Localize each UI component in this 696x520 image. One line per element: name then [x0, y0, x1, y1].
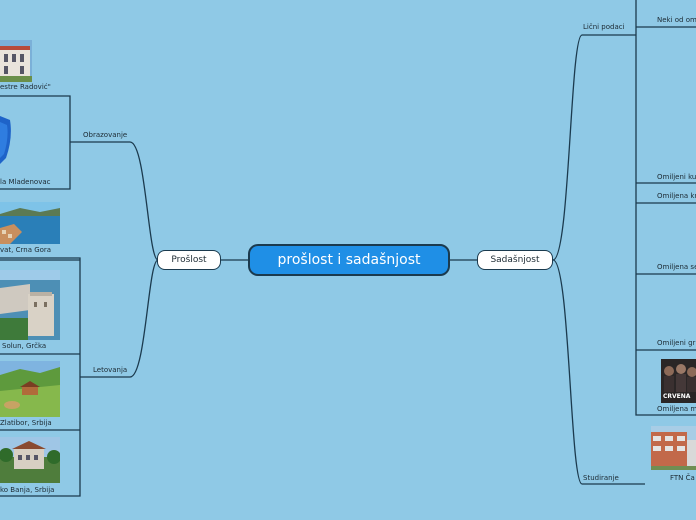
- branch-sadasnjost-label: Sadašnjost: [490, 255, 540, 265]
- spa-town-image: [0, 437, 60, 483]
- letovanja-item-4: ko Banja, Srbija: [0, 486, 55, 494]
- link-licni-bracket: [635, 35, 696, 416]
- link-let-bracket-top: [0, 257, 81, 377]
- licni-item-4: Omiljena se: [657, 263, 696, 271]
- link-let-bracket-bottom: [0, 377, 81, 497]
- link-licni: [552, 34, 636, 261]
- licni-item-3: Omiljena kr: [657, 192, 696, 200]
- link-obrazovanje: [70, 141, 159, 261]
- branch-sadasnjost[interactable]: Sadašnjost: [477, 250, 553, 270]
- licni-item-6: Omiljena m: [657, 405, 696, 413]
- faculty-building-image: [651, 426, 696, 470]
- subbranch-licni-podaci[interactable]: Lični podaci: [583, 23, 625, 31]
- school-logo-shield-icon: [0, 108, 14, 168]
- subbranch-obrazovanje[interactable]: Obrazovanje: [83, 131, 128, 139]
- letovanja-item-2: Solun, Grčka: [2, 342, 47, 350]
- subbranch-letovanja[interactable]: Letovanja: [93, 366, 128, 374]
- licni-item-5: Omiljeni gr: [657, 339, 696, 347]
- link-letovanja: [80, 259, 159, 378]
- branch-proslost[interactable]: Prošlost: [157, 250, 221, 270]
- poster-text: CRVENA: [663, 393, 691, 400]
- studiranje-item-1: FTN Ča: [670, 474, 695, 482]
- school-building-image: [0, 40, 32, 82]
- band-poster-image: CRVENA: [661, 359, 696, 403]
- coast-town-image: [0, 202, 60, 244]
- obrazovanje-item-1: estre Radović": [0, 83, 51, 91]
- central-topic[interactable]: prošlost i sadašnjost: [248, 244, 450, 276]
- licni-item-2: Omiljeni ku: [657, 173, 696, 181]
- letovanja-item-1: vat, Crna Gora: [0, 246, 52, 254]
- letovanja-item-3: Zlatibor, Srbija: [0, 419, 52, 427]
- central-topic-label: prošlost i sadašnjost: [277, 252, 421, 268]
- link-studiranje: [552, 259, 645, 485]
- branch-proslost-label: Prošlost: [171, 255, 207, 265]
- link-obr-2: [0, 142, 71, 190]
- licni-item-1: Neki od om: [657, 16, 696, 24]
- link-obr-1: [0, 95, 71, 142]
- obrazovanje-item-2: la Mladenovac: [0, 178, 51, 186]
- thessaloniki-tower-image: [0, 270, 60, 340]
- subbranch-studiranje[interactable]: Studiranje: [583, 474, 619, 482]
- zlatibor-landscape-image: [0, 361, 60, 417]
